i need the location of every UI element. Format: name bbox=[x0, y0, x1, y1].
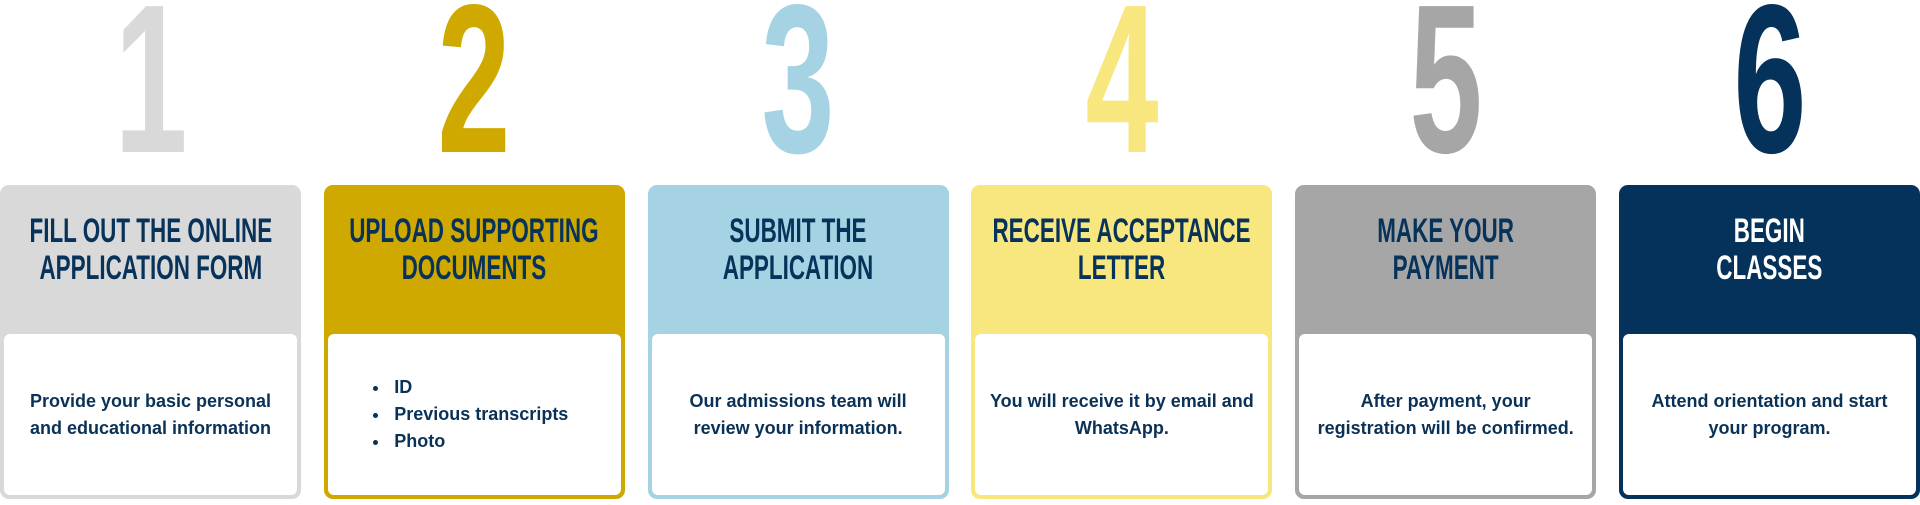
step-title-line: CLASSES bbox=[1716, 249, 1823, 287]
list-item: ID bbox=[390, 374, 568, 401]
step-title-line: RECEIVE ACCEPTANCE bbox=[992, 212, 1251, 250]
step-title-line: SUBMIT THE bbox=[729, 212, 867, 250]
list-item: Previous transcripts bbox=[390, 401, 568, 428]
step-number: 5 bbox=[1409, 0, 1483, 197]
step-number: 2 bbox=[437, 0, 511, 197]
requirements-list: IDPrevious transcriptsPhoto bbox=[366, 374, 582, 455]
step-body: After payment, your registration will be… bbox=[1299, 334, 1593, 495]
step-description: You will receive it by email and WhatsAp… bbox=[990, 390, 1254, 438]
step-number: 4 bbox=[1085, 0, 1159, 197]
step-title-line: FILL OUT THE ONLINE bbox=[29, 212, 272, 250]
step-body: Provide your basic personal and educatio… bbox=[4, 334, 297, 495]
step-number: 1 bbox=[113, 0, 188, 197]
step-title-line: MAKE YOUR bbox=[1377, 212, 1515, 250]
step-description: Our admissions team will review your inf… bbox=[689, 390, 907, 438]
step-title-line: BEGIN bbox=[1733, 212, 1806, 250]
step-number: 6 bbox=[1732, 0, 1807, 197]
step-title-line: LETTER bbox=[1078, 249, 1166, 287]
step-body: IDPrevious transcriptsPhoto bbox=[327, 334, 621, 495]
step-title-line: DOCUMENTS bbox=[401, 249, 547, 287]
step-description: Attend orientation and start your progra… bbox=[1651, 390, 1888, 438]
step-body: You will receive it by email and WhatsAp… bbox=[975, 334, 1269, 495]
list-item: Photo bbox=[390, 428, 568, 455]
step-body: Our admissions team will review your inf… bbox=[651, 334, 945, 495]
step-description: After payment, your registration will be… bbox=[1317, 390, 1574, 438]
step-title-line: APPLICATION FORM bbox=[39, 249, 262, 287]
step-title-line: APPLICATION bbox=[722, 249, 874, 287]
step-description: Provide your basic personal and educatio… bbox=[29, 390, 272, 438]
step-title-line: UPLOAD SUPPORTING bbox=[349, 212, 599, 250]
step-number: 3 bbox=[761, 0, 835, 197]
step-title-line: PAYMENT bbox=[1392, 249, 1499, 287]
step-body: Attend orientation and start your progra… bbox=[1623, 334, 1916, 495]
